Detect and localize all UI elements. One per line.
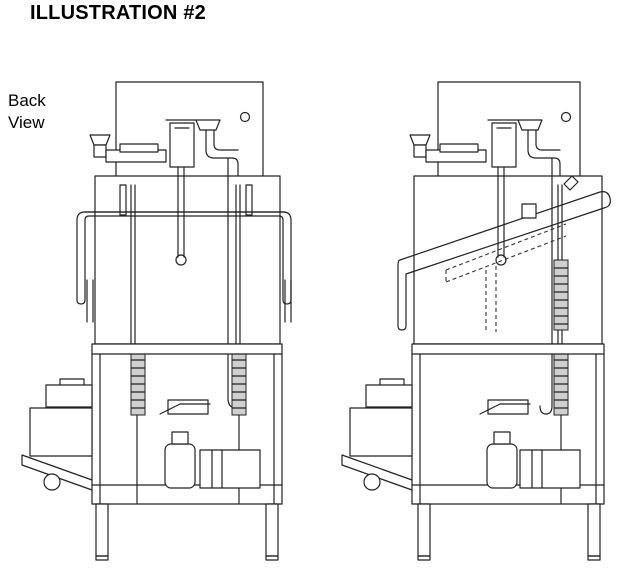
- back-view-label-line1: Back: [8, 91, 46, 110]
- left-drain-assembly: [159, 399, 261, 489]
- right-cabinet: [413, 175, 603, 345]
- right-spring-upper: [553, 259, 569, 331]
- left-leg-2: [265, 503, 279, 557]
- left-plumbing-assembly: [89, 119, 239, 185]
- left-machine: [21, 81, 292, 561]
- right-control-knob: [560, 111, 572, 123]
- right-pump-motor: [341, 378, 413, 491]
- right-leg-1: [417, 503, 431, 557]
- left-pump-motor: [21, 378, 93, 491]
- left-spring-2: [231, 344, 247, 416]
- right-plumbing-assembly: [409, 119, 561, 185]
- back-view-label: Back View: [8, 90, 46, 134]
- left-leg-1: [95, 503, 109, 557]
- right-drain-assembly: [479, 399, 581, 489]
- right-base-rim: [411, 343, 605, 355]
- left-control-knob: [239, 111, 251, 123]
- right-spring-lower: [553, 344, 569, 416]
- right-machine: [341, 81, 611, 561]
- left-base-rim: [91, 343, 283, 355]
- illustration-title: ILLUSTRATION #2: [30, 2, 206, 24]
- back-view-label-line2: View: [8, 113, 45, 132]
- right-hood-dashed-outline: [445, 223, 567, 332]
- right-hood-handle-raised: [397, 191, 611, 331]
- right-leg-2: [587, 503, 601, 557]
- left-spring-1: [130, 344, 146, 416]
